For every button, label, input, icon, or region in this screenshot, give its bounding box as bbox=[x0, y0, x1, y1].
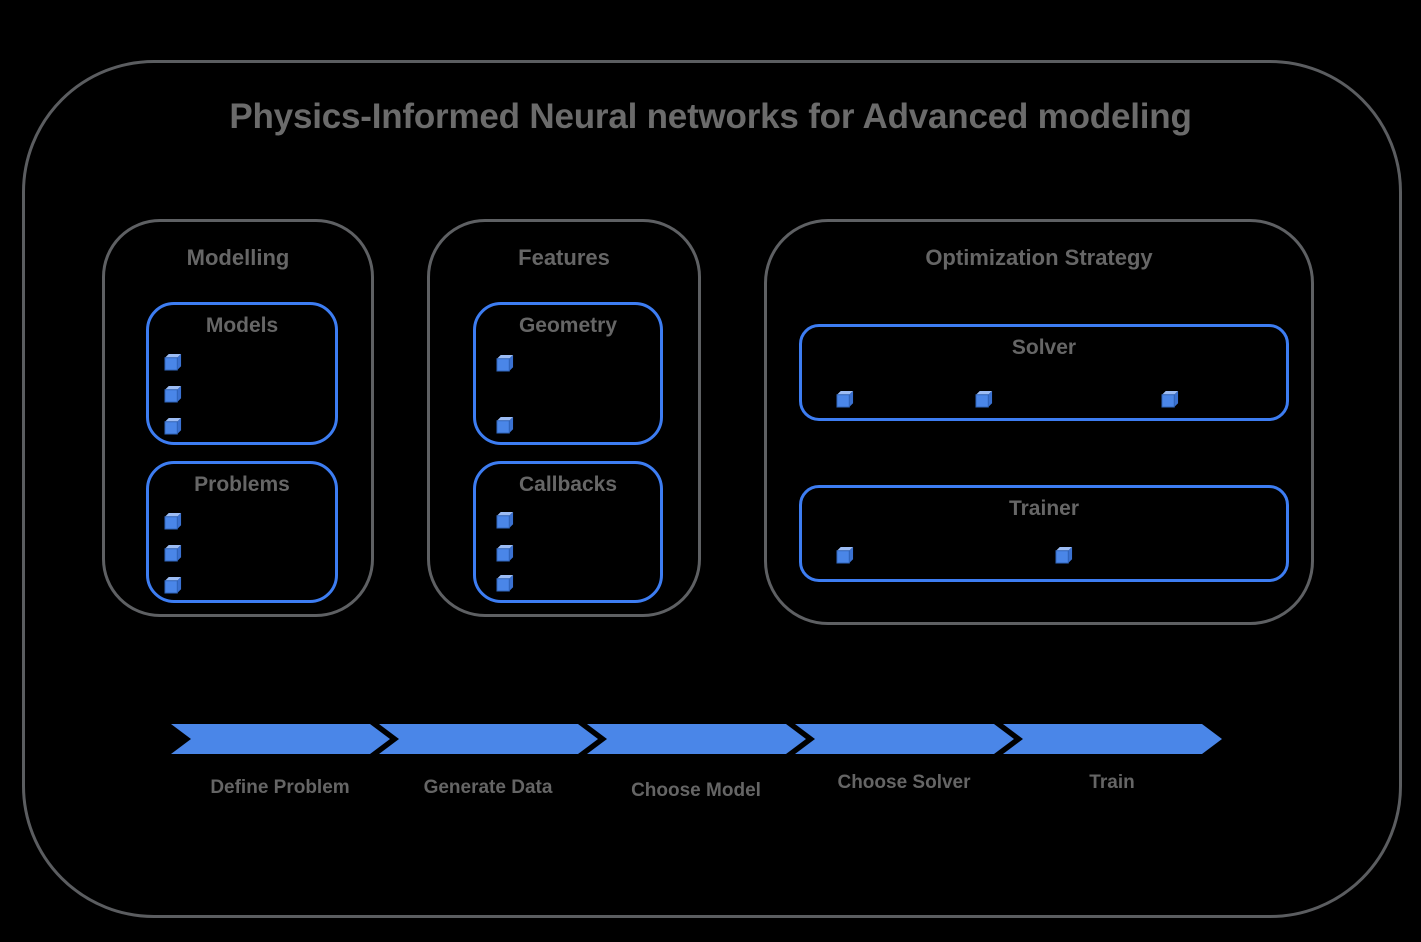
arrow-segment bbox=[795, 724, 1014, 754]
cube-icon bbox=[975, 390, 993, 408]
box-label: Geometry bbox=[518, 314, 618, 337]
outer-frame bbox=[22, 60, 1402, 918]
section-modelling: Modelling Models Problems bbox=[102, 219, 374, 617]
cube-icon bbox=[496, 574, 514, 592]
cube-icon bbox=[164, 512, 182, 530]
box-models: Models bbox=[146, 302, 338, 445]
arrow-segment bbox=[587, 724, 806, 754]
box-geometry: Geometry bbox=[473, 302, 663, 445]
box-label: Models bbox=[205, 314, 279, 337]
section-label: Modelling bbox=[186, 245, 290, 270]
arrow-segment bbox=[379, 724, 598, 754]
section-optimization-strategy: Optimization Strategy Solver Trainer bbox=[764, 219, 1314, 625]
cube-icon bbox=[496, 544, 514, 562]
cube-icon bbox=[164, 576, 182, 594]
step-label-generate-data: Generate Data bbox=[423, 777, 553, 798]
step-label-choose-solver: Choose Solver bbox=[837, 772, 971, 793]
cube-icon bbox=[164, 544, 182, 562]
section-label: Features bbox=[518, 245, 610, 270]
step-label-define-problem: Define Problem bbox=[210, 777, 350, 798]
box-label: Callbacks bbox=[518, 473, 618, 496]
cube-icon bbox=[496, 416, 514, 434]
box-problems: Problems bbox=[146, 461, 338, 603]
pipeline-arrow bbox=[171, 724, 1222, 754]
arrow-segment bbox=[171, 724, 390, 754]
step-label-choose-model: Choose Model bbox=[631, 780, 761, 801]
section-label: Optimization Strategy bbox=[925, 245, 1153, 270]
cube-icon bbox=[496, 354, 514, 372]
cube-icon bbox=[496, 511, 514, 529]
box-label: Solver bbox=[1011, 336, 1077, 359]
section-features: Features Geometry Callbacks bbox=[427, 219, 701, 617]
cube-icon bbox=[1161, 390, 1179, 408]
cube-icon bbox=[836, 546, 854, 564]
diagram-title: Physics-Informed Neural networks for Adv… bbox=[229, 97, 1192, 136]
cube-icon bbox=[164, 417, 182, 435]
arrow-segment bbox=[1003, 724, 1222, 754]
box-label: Trainer bbox=[1008, 497, 1080, 520]
box-solver: Solver bbox=[799, 324, 1289, 421]
box-label: Problems bbox=[194, 473, 290, 496]
cube-icon bbox=[164, 385, 182, 403]
cube-icon bbox=[836, 390, 854, 408]
cube-icon bbox=[1055, 546, 1073, 564]
cube-icon bbox=[164, 353, 182, 371]
box-callbacks: Callbacks bbox=[473, 461, 663, 603]
step-label-train: Train bbox=[1089, 772, 1135, 793]
box-trainer: Trainer bbox=[799, 485, 1289, 582]
